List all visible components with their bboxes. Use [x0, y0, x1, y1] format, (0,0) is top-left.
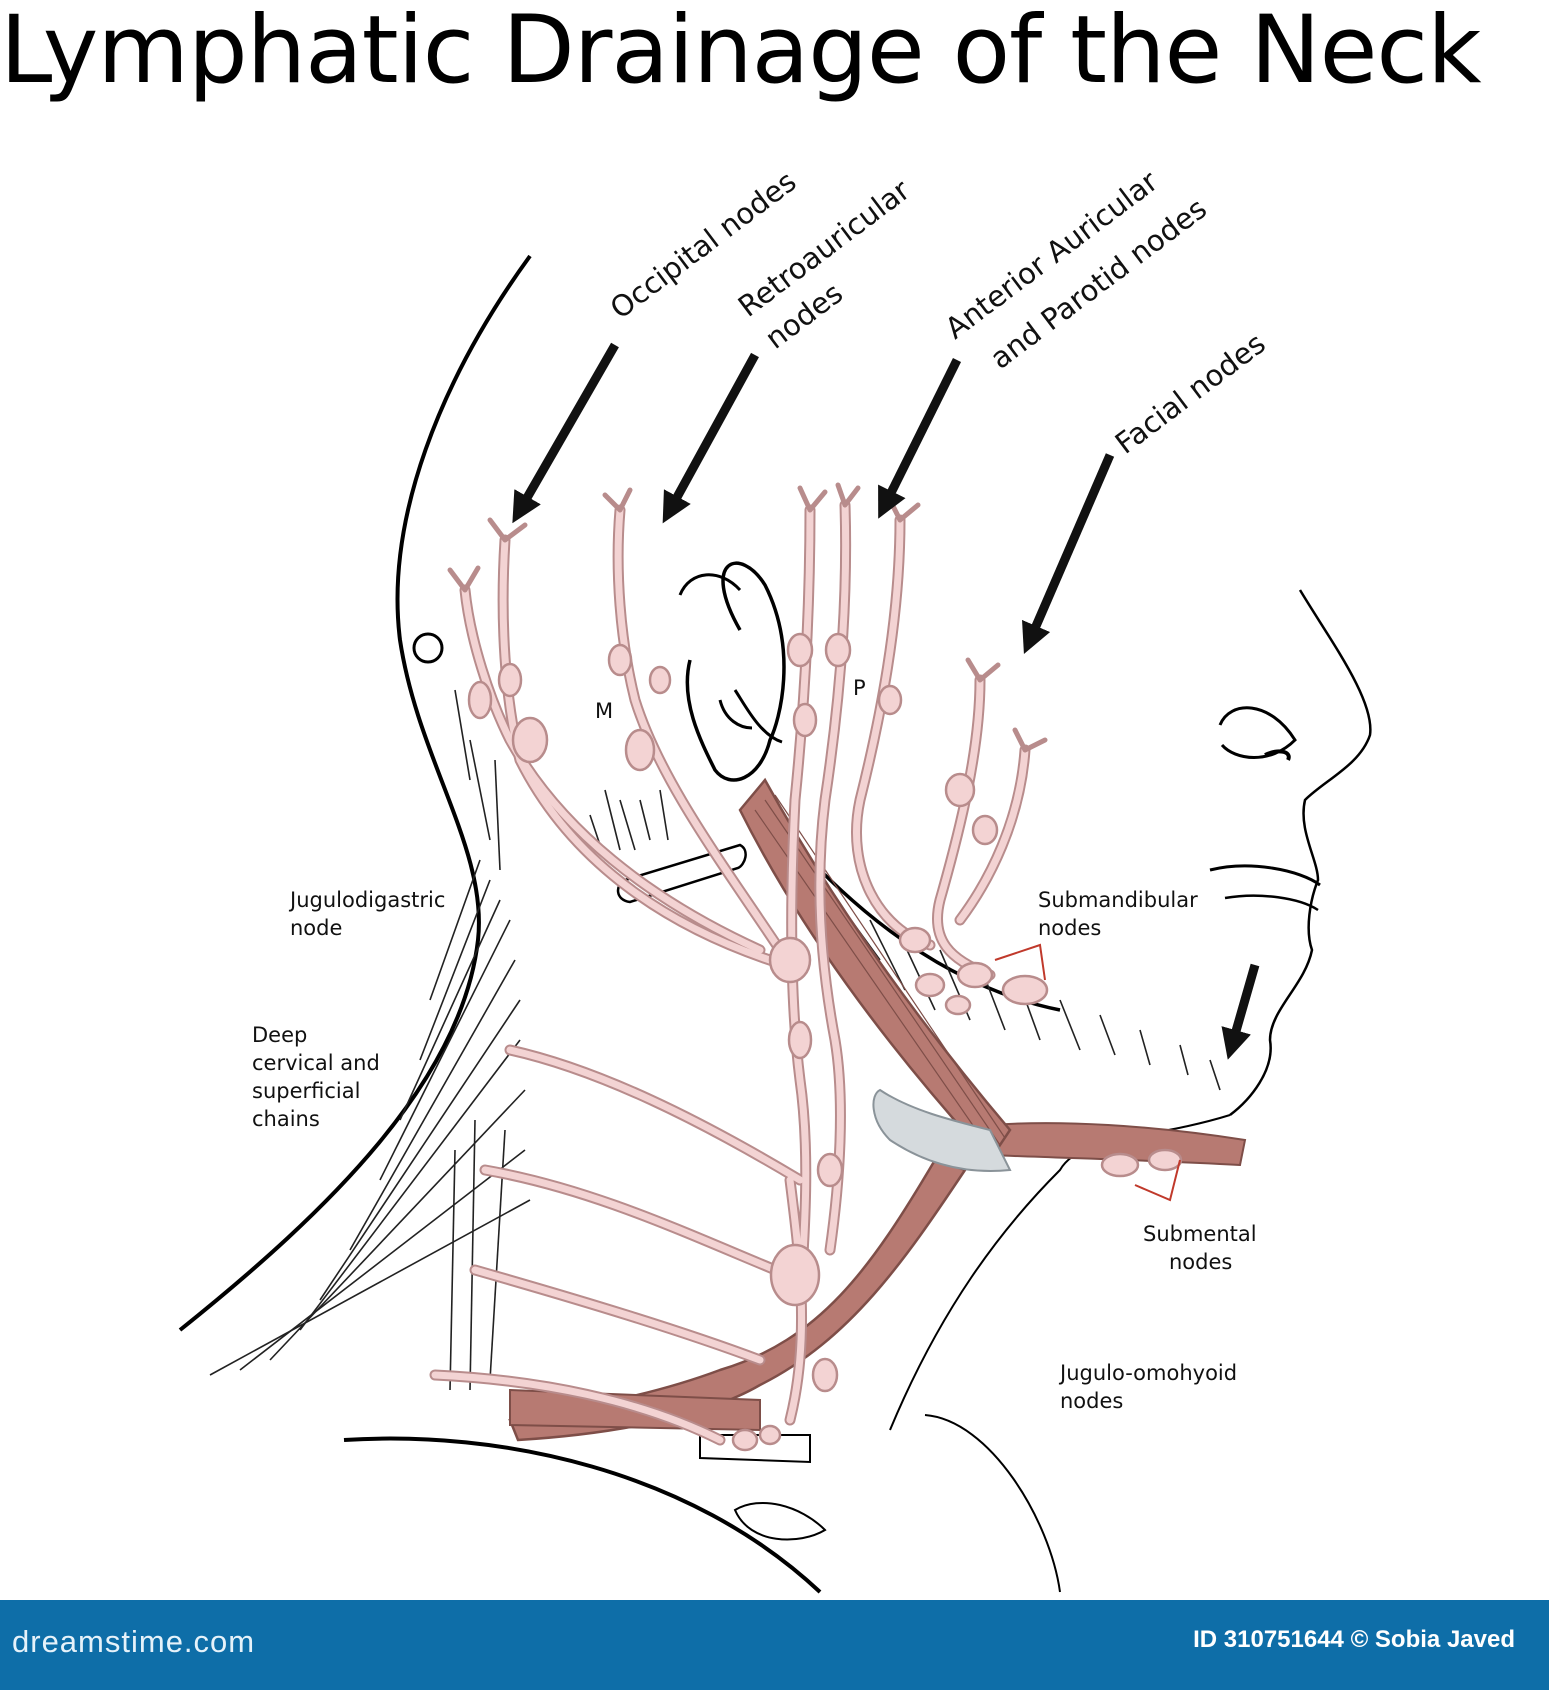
hyoid-cartilage: [872, 1088, 1012, 1172]
label-jugulodigastric: Jugulodigastric: [288, 888, 445, 912]
label-submandibular: Submandibular: [1038, 888, 1198, 912]
mylohyoid-band: [989, 1122, 1247, 1167]
label-submental: Submental: [1143, 1222, 1257, 1246]
page-title: Lymphatic Drainage of the Neck: [0, 0, 1482, 105]
label-deep-3: superficial: [252, 1079, 360, 1103]
footer-bar: dreamstime.com ID 310751644 © Sobia Jave…: [0, 1600, 1549, 1690]
footer-credit: ID 310751644 © Sobia Javed: [1193, 1626, 1515, 1653]
footer-wordmark[interactable]: dreamstime.com: [12, 1624, 256, 1659]
label-jugulo-omohyoid-nodes: nodes: [1060, 1389, 1123, 1413]
occipital-marker: [412, 632, 444, 664]
ear: [678, 561, 786, 782]
label-arrows: [512, 342, 1260, 1060]
label-submental-nodes: nodes: [1169, 1250, 1232, 1274]
label-deep-2: cervical and: [252, 1051, 380, 1075]
label-deep-4: chains: [252, 1107, 320, 1131]
label-facial-nodes: Facial nodes: [1109, 326, 1272, 460]
label-submandibular-nodes: nodes: [1038, 916, 1101, 940]
label-m: M: [595, 699, 613, 723]
label-deep-1: Deep: [252, 1023, 307, 1047]
pointer-brackets: [994, 943, 1181, 1202]
lymph-nodes: [467, 632, 1183, 1452]
label-jugulo-omohyoid: Jugulo-omohyoid: [1058, 1361, 1237, 1385]
head-outline: [178, 254, 1372, 1594]
lymph-vessels: [429, 499, 1031, 1446]
label-p: P: [853, 676, 866, 700]
neck-diagram: Occipital nodes Retroauricular nodes Ant…: [178, 164, 1372, 1594]
lymph-vessels-inner: [431, 501, 1029, 1444]
muscle-hatching: [209, 689, 1221, 1391]
label-jugulodigastric-node: node: [290, 916, 342, 940]
clavicle-end: [733, 1502, 827, 1541]
